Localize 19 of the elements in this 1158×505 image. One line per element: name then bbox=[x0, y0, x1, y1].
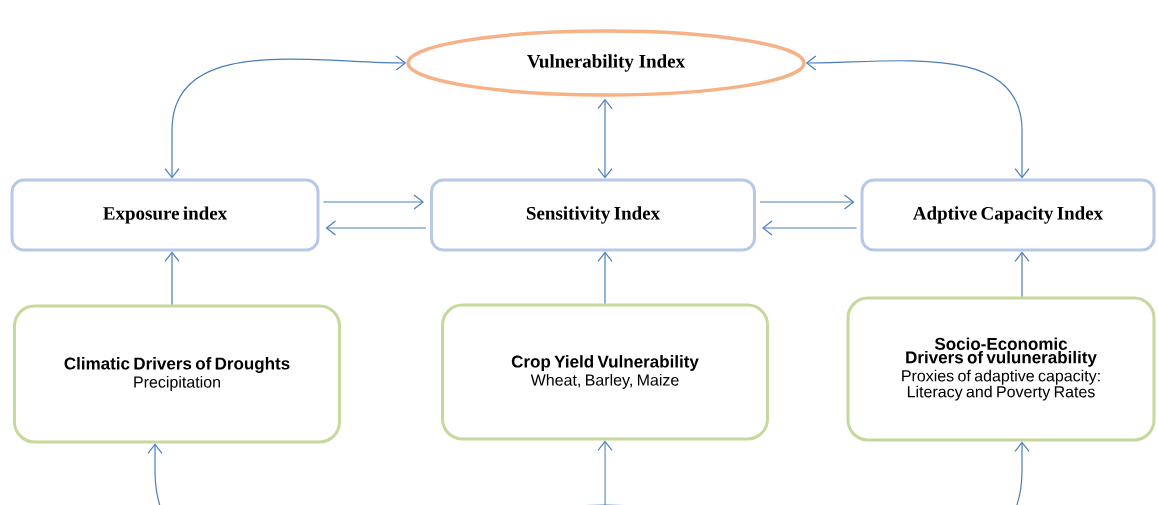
arrow bbox=[597, 440, 613, 505]
driver-box: Climatic Drivers of Droughts Precipitation bbox=[13, 304, 341, 444]
driver-box: Crop Yield Vulnerability Wheat, Barley, Maize bbox=[441, 303, 769, 441]
arrow bbox=[164, 55, 407, 179]
arrow bbox=[325, 220, 427, 236]
arrow bbox=[1014, 251, 1030, 298]
arrow bbox=[322, 194, 424, 210]
arrow bbox=[164, 251, 180, 306]
index-box: Adptive Capacity Index bbox=[860, 178, 1156, 252]
index-box: Exposure index bbox=[10, 178, 320, 252]
arrow bbox=[759, 194, 855, 210]
arrow bbox=[147, 443, 606, 505]
arrow bbox=[762, 220, 858, 236]
driver-box: Socio-Economic Drivers of vulunerability Proxies of adaptive capacity: Literacy and Poverty Rates bbox=[846, 296, 1156, 442]
arrow bbox=[597, 98, 613, 179]
arrow bbox=[597, 251, 613, 305]
arrow bbox=[805, 55, 1030, 179]
index-box: Sensitivity Index bbox=[430, 178, 756, 252]
arrow bbox=[604, 441, 1030, 505]
